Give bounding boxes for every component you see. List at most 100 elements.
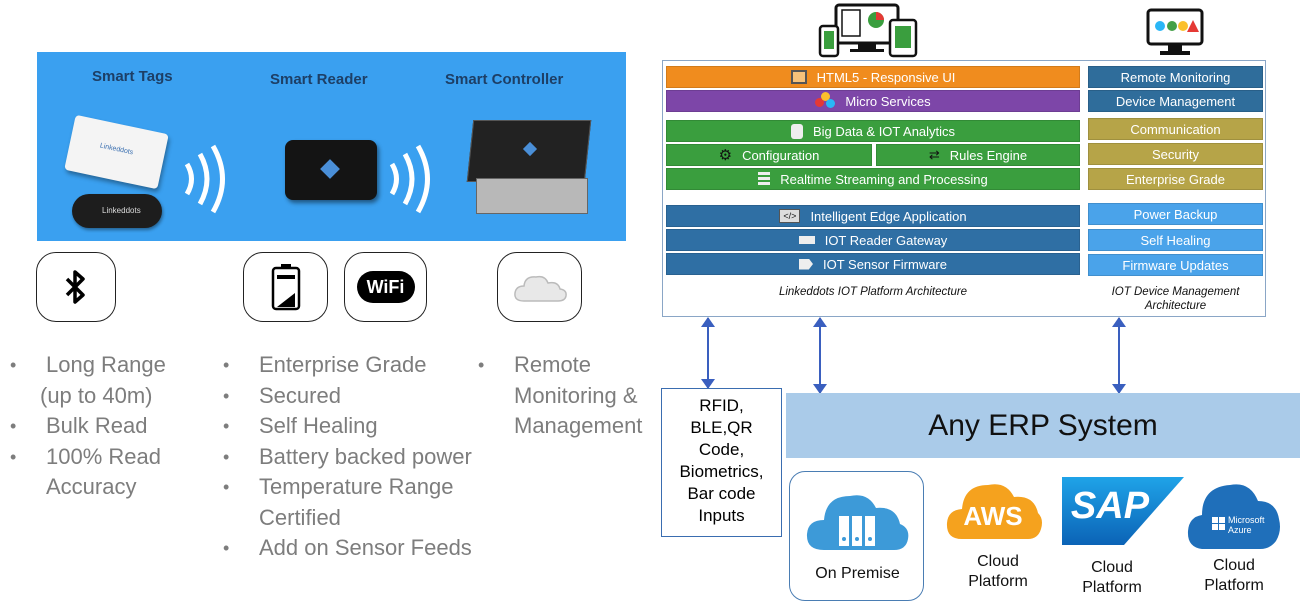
aws-cloud: AWS Cloud Platform — [944, 475, 1044, 605]
battery-icon — [271, 264, 300, 311]
smart-tag-card: Linkeddots — [64, 114, 169, 190]
sap-label-line1: Cloud — [1091, 559, 1133, 576]
tags-features-list: Long Range (up to 40m) Bulk Read 100% Re… — [10, 350, 212, 503]
azure-label-line1: Cloud — [1213, 557, 1255, 574]
reader-gateway-layer: IOT Reader Gateway — [666, 229, 1080, 251]
bluetooth-icon — [65, 270, 85, 304]
monitor-alerts-icon — [1146, 8, 1204, 55]
feature-item-cont: Monitoring & — [514, 382, 638, 408]
sap-cloud: SAP Cloud Platform — [1062, 477, 1184, 605]
rules-engine-layer: ⇄ Rules Engine — [876, 144, 1080, 166]
hexagon-cluster-icon — [815, 92, 836, 110]
browser-icon — [790, 70, 807, 84]
device-mgmt-caption-line1: IOT Device Management — [1111, 286, 1240, 298]
aws-label: Cloud Platform — [948, 552, 1048, 592]
feature-item: Secured — [223, 381, 495, 412]
dm-device-management: Device Management — [1088, 90, 1263, 112]
inputs-connector-arrow — [701, 317, 715, 389]
dm-remote-monitoring: Remote Monitoring — [1088, 66, 1263, 88]
sensor-firmware-label: IOT Sensor Firmware — [822, 256, 947, 272]
on-premise-label: On Premise — [815, 565, 900, 582]
input-line: Biometrics, — [679, 462, 764, 481]
tag-icon — [798, 258, 813, 270]
device-panel: Smart Tags Smart Reader Smart Controller… — [37, 52, 626, 241]
smart-reader-title: Smart Reader — [270, 71, 368, 88]
html5-label: HTML5 - Responsive UI — [816, 69, 956, 85]
micro-services-label: Micro Services — [845, 93, 931, 109]
smart-controller-title: Smart Controller — [445, 71, 564, 88]
feature-item-cont: Certified — [259, 504, 341, 530]
dm-power-backup: Power Backup — [1088, 203, 1263, 225]
sap-label-line2: Platform — [1082, 579, 1142, 596]
inputs-box: RFID, BLE,QR Code, Biometrics, Bar code … — [661, 388, 782, 537]
input-line: RFID, — [699, 396, 744, 415]
fob-brand-label: Linkeddots — [102, 206, 141, 215]
feature-item-cont: (up to 40m) — [40, 382, 153, 408]
tag-brand-label: Linkeddots — [99, 142, 134, 157]
dm-communication: Communication — [1088, 118, 1263, 140]
input-line: Bar code — [687, 484, 756, 503]
rules-engine-label: Rules Engine — [949, 147, 1028, 163]
wifi-label: WiFi — [366, 276, 405, 297]
reader-features-list: Enterprise Grade Secured Self Healing Ba… — [223, 350, 495, 564]
wifi-badge: WiFi — [344, 252, 427, 322]
dm-self-healing: Self Healing — [1088, 229, 1263, 251]
feature-item: Temperature Range — [223, 472, 495, 503]
erp-connector-arrow-right — [1112, 317, 1126, 394]
wireless-signal-icon — [184, 144, 225, 214]
sensor-firmware-layer: IOT Sensor Firmware — [666, 253, 1080, 275]
azure-label: Cloud Platform — [1184, 556, 1284, 596]
dm-enterprise-grade: Enterprise Grade — [1088, 168, 1263, 190]
feature-item-cont: Accuracy — [46, 474, 137, 499]
device-mgmt-caption: IOT Device Management Architecture — [1088, 285, 1263, 313]
dm-firmware-updates: Firmware Updates — [1088, 254, 1263, 276]
device-mgmt-caption-line2: Architecture — [1144, 300, 1207, 312]
aws-cloud-icon — [946, 484, 1042, 539]
edge-application-layer: </> Intelligent Edge Application — [666, 205, 1080, 227]
edge-application-label: Intelligent Edge Application — [810, 208, 967, 224]
big-data-label: Big Data & IOT Analytics — [812, 123, 956, 139]
controller-features-list: Remote Monitoring & Management — [478, 350, 660, 442]
input-line: BLE,QR — [690, 418, 753, 437]
aws-label-line1: Cloud — [977, 553, 1019, 570]
bluetooth-badge — [36, 252, 116, 322]
aws-logo-text: AWS — [963, 501, 1023, 531]
key-fob-tag: Linkeddots — [72, 194, 162, 228]
server-cloud-icon — [806, 495, 909, 550]
architecture-panel: HTML5 - Responsive UI Micro Services Big… — [662, 60, 1266, 317]
battery-badge — [243, 252, 328, 322]
database-icon — [790, 123, 803, 139]
azure-label-line2: Platform — [1204, 577, 1264, 594]
cloud-badge — [497, 252, 582, 322]
realtime-streaming-layer: Realtime Streaming and Processing — [666, 168, 1080, 190]
erp-connector-arrow-left — [813, 317, 827, 394]
platform-caption: Linkeddots IOT Platform Architecture — [778, 286, 968, 298]
input-line: Inputs — [698, 506, 745, 525]
micro-services-layer: Micro Services — [666, 90, 1080, 112]
azure-logo-line1: Microsoft — [1228, 515, 1265, 525]
sap-label: Cloud Platform — [1062, 558, 1162, 598]
html5-layer: HTML5 - Responsive UI — [666, 66, 1080, 88]
gateway-device-icon — [798, 236, 815, 244]
feature-item: Remote — [478, 350, 660, 381]
cloud-icon — [513, 275, 567, 302]
configuration-layer: ⚙ Configuration — [666, 144, 872, 166]
azure-logo-line2: Azure — [1228, 525, 1252, 535]
feature-item: Battery backed power — [223, 442, 495, 473]
workflow-icon: ⇄ — [928, 147, 940, 162]
gears-icon: ⚙ — [718, 147, 733, 164]
feature-item-cont: Management — [514, 413, 643, 438]
server-stack-icon — [758, 172, 771, 186]
reader-gateway-label: IOT Reader Gateway — [824, 232, 948, 248]
aws-label-line2: Platform — [968, 573, 1028, 590]
on-premise-card: On Premise — [789, 471, 924, 601]
dm-security: Security — [1088, 143, 1263, 165]
wifi-icon: WiFi — [356, 271, 415, 303]
configuration-label: Configuration — [742, 147, 820, 163]
realtime-streaming-label: Realtime Streaming and Processing — [780, 171, 988, 187]
smart-tags-title: Smart Tags — [92, 68, 173, 85]
smart-controller-device — [466, 120, 592, 220]
big-data-layer: Big Data & IOT Analytics — [666, 120, 1080, 142]
code-window-icon: </> — [779, 209, 801, 223]
feature-item: Long Range — [10, 350, 212, 381]
